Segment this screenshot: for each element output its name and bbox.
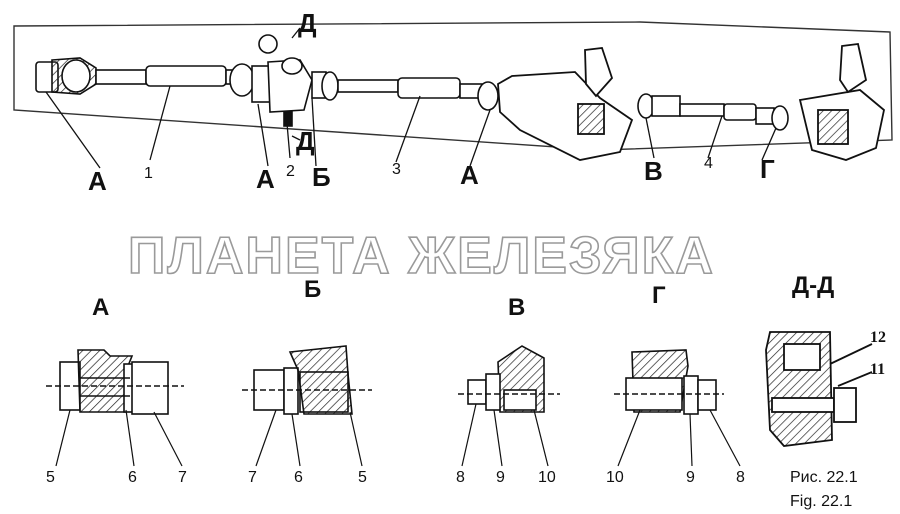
intermediate-support [251,34,339,127]
figure-caption-ru: Рис. 22.1 [790,469,858,486]
section-v-label-9: 9 [496,469,505,486]
transfer-case [497,47,634,161]
frame-outline [13,21,893,151]
section-marker-d-top: Д [298,8,317,38]
callout-a-middle: А [256,164,275,194]
section-title-b: Б [304,276,322,303]
part-number-1: 1 [144,165,153,182]
section-title-g: Г [652,282,666,309]
section-b-label-6: 6 [294,469,303,486]
section-leader-lines [55,403,741,467]
section-v-label-8: 8 [456,469,465,486]
section-a-label-5: 5 [46,469,55,486]
part-number-3: 3 [392,161,401,178]
section-b-label-7: 7 [248,469,257,486]
section-g-label-9: 9 [686,469,695,486]
section-v-label-10: 10 [538,469,556,486]
section-title-v: В [508,294,526,321]
section-a-label-7: 7 [178,469,187,486]
part-number-4: 4 [704,155,713,172]
section-title-a: А [92,294,110,321]
shaft-3 [337,77,499,111]
section-title-dd: Д-Д [792,272,835,299]
callout-a-right: А [460,160,479,190]
section-b-label-5: 5 [358,469,367,486]
figure-caption-en: Fig. 22.1 [790,493,853,510]
section-marker-d-bottom: Д [296,126,315,156]
section-a-drawing [46,349,184,415]
section-dd-label-12: 12 [870,329,886,346]
shaft-4 [637,93,789,131]
section-dd-label-11: 11 [870,361,886,378]
callout-g: Г [760,154,775,184]
section-a-label-6: 6 [128,469,137,486]
callout-b: Б [312,162,331,192]
callout-v: В [644,156,663,186]
section-v-drawing [458,345,560,413]
section-g-label-10: 10 [606,469,624,486]
shaft-1 [35,57,255,97]
section-dd-drawing [765,331,873,447]
callout-a-left: А [88,166,107,196]
section-g-drawing [614,349,724,415]
leader-lines [45,27,777,169]
part-number-2: 2 [286,163,295,180]
section-g-label-8: 8 [736,469,745,486]
watermark-text: ПЛАНЕТА ЖЕЛЕЗЯКА [127,226,715,286]
rear-axle [798,43,885,161]
section-b-drawing [242,345,372,415]
